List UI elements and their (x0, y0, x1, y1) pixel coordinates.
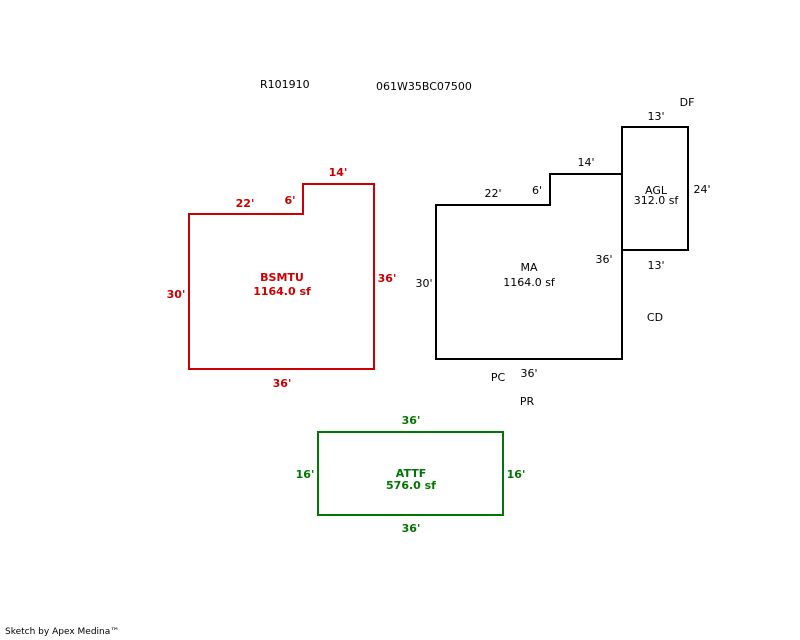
agl-name: AGL (645, 184, 668, 197)
attf-dim-right: 16' (507, 468, 526, 481)
map-taxlot: 061W35BC07500 (376, 80, 472, 93)
sketch-credit: Sketch by Apex Medina™ (5, 627, 120, 637)
bsmtu-dim-left: 30' (167, 288, 186, 301)
attf-area: 576.0 sf (386, 479, 436, 492)
bsmtu-dim-top-left: 22' (236, 197, 255, 210)
code-pr: PR (520, 395, 535, 408)
attf-dim-bottom: 36' (402, 522, 421, 535)
bsmtu-outline (188, 183, 375, 370)
ma-dim-top-right: 14' (577, 156, 594, 169)
agl-section: AGL 312.0 sf 13' 24' 13' (621, 110, 711, 272)
attf-dim-top: 36' (402, 414, 421, 427)
attf-name: ATTF (396, 467, 426, 480)
bsmtu-section: BSMTU 1164.0 sf 22' 6' 14' 30' 36' 36' (167, 166, 397, 390)
bsmtu-dim-top-right: 14' (329, 166, 348, 179)
attf-outline (317, 431, 504, 516)
agl-dim-bottom: 13' (647, 259, 664, 272)
ma-section: MA 1164.0 sf 22' 6' 14' 30' 36' 36' (415, 156, 623, 380)
bsmtu-dim-step: 6' (284, 194, 295, 207)
ma-dim-top-left: 22' (484, 187, 501, 200)
attf-section: ATTF 576.0 sf 36' 16' 16' 36' (296, 414, 526, 535)
ma-dim-bottom: 36' (520, 367, 537, 380)
ma-dim-step: 6' (532, 184, 542, 197)
bsmtu-name: BSMTU (260, 271, 304, 284)
ma-name: MA (520, 261, 537, 274)
code-pc: PC (491, 371, 506, 384)
code-cd: CD (647, 311, 663, 324)
bsmtu-dim-right: 36' (378, 272, 397, 285)
ma-dim-right: 36' (595, 253, 612, 266)
ma-dim-left: 30' (415, 277, 432, 290)
agl-dim-top: 13' (647, 110, 664, 123)
code-df: DF (680, 96, 695, 109)
account-id: R101910 (260, 78, 310, 91)
agl-area: 312.0 sf (634, 194, 680, 207)
agl-outline (621, 126, 689, 251)
ma-area: 1164.0 sf (503, 276, 556, 289)
attf-dim-left: 16' (296, 468, 315, 481)
agl-dim-right: 24' (693, 183, 710, 196)
bsmtu-area: 1164.0 sf (253, 285, 311, 298)
bsmtu-dim-bottom: 36' (273, 377, 292, 390)
